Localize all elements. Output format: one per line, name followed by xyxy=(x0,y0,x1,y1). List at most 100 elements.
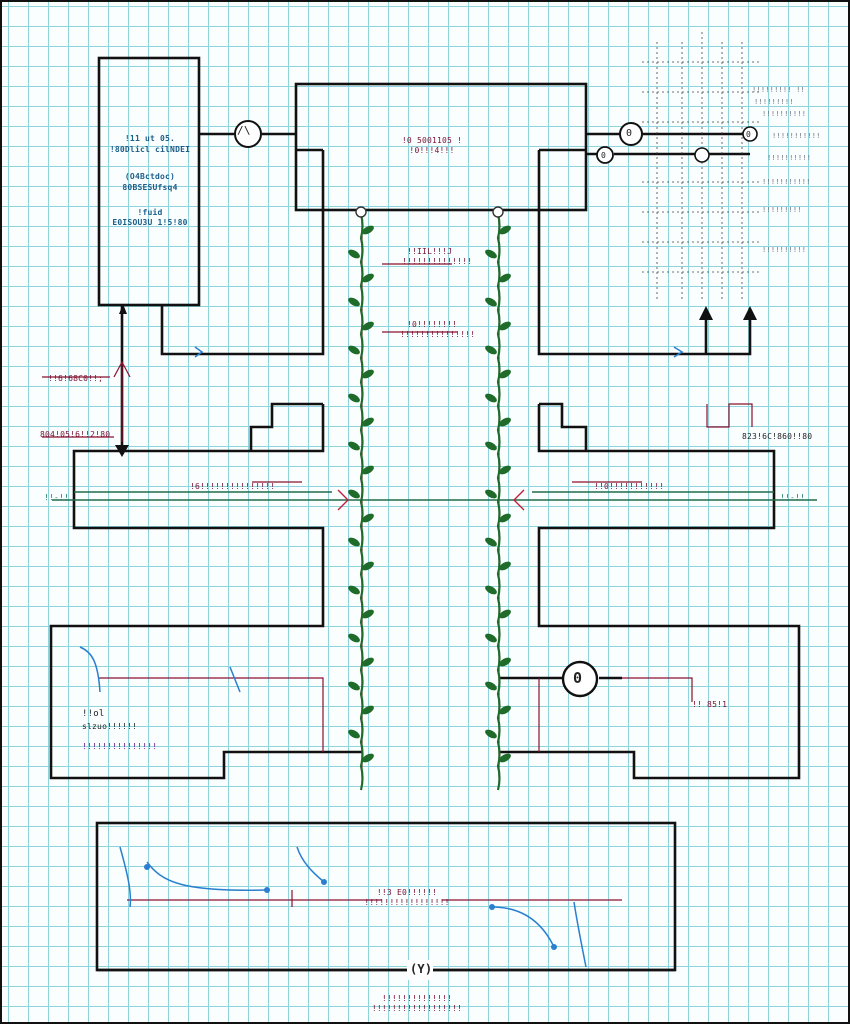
right-lower-label: !! 85!1 xyxy=(692,700,728,709)
spine-middle-label-1: !0!!!!!!!! xyxy=(407,320,458,329)
vine-leaf xyxy=(348,633,360,643)
tr-block-line-4: !!!!!!!!!!! xyxy=(772,132,821,140)
tr-block-line-6: !!!!!!!!!!! xyxy=(762,178,811,186)
vine-leaf xyxy=(348,249,360,259)
lower-left-line-3: !!!!!!!!!!!!!!! xyxy=(82,742,158,751)
vine-leaf xyxy=(499,561,511,571)
vine-leaf xyxy=(499,417,511,427)
vine-leaf xyxy=(485,681,497,691)
vine-leaf xyxy=(485,249,497,259)
left-module-line-2: !80Dlicl cilNDEI xyxy=(109,145,191,154)
meter-top-right-1 xyxy=(619,122,643,146)
vine-bud xyxy=(492,206,504,218)
meter-top-right-2 xyxy=(596,146,614,164)
spine-red-ticks xyxy=(382,263,457,333)
meter-top-left-label: /\ xyxy=(237,124,251,137)
vine-leaf xyxy=(348,441,360,451)
meter-top-right-3-label: 0 xyxy=(746,130,752,139)
bottom-box-line-2: !!!!!!!!!!!!!!!!! xyxy=(364,898,450,907)
vine-leaf xyxy=(485,537,497,547)
left-side-label-1: !!6!68C0!!; xyxy=(48,374,104,383)
vine-leaf xyxy=(499,225,511,235)
lower-left-red xyxy=(98,677,324,752)
vine-leaf xyxy=(485,633,497,643)
vine-leaf xyxy=(499,369,511,379)
vine-leaf xyxy=(499,657,511,667)
spine-middle-label-2: !!!!!!!!!!!!!!! xyxy=(400,330,476,339)
blue-dot xyxy=(264,887,270,893)
right-upper-column xyxy=(537,148,692,356)
meter-top-left xyxy=(234,120,262,148)
dashed-horizontals xyxy=(642,61,762,273)
vine-leaf xyxy=(485,393,497,403)
arrow-up-icon xyxy=(119,304,127,314)
vine-leaf xyxy=(499,513,511,523)
right-step-red xyxy=(706,403,753,428)
tr-block-line-8: !!!!!!!!!! xyxy=(762,246,807,254)
blue-curve-2 xyxy=(119,846,132,908)
left-bus-tag: !!-!! xyxy=(44,493,70,502)
arrow-up-icon xyxy=(743,306,757,320)
meter-lower-right-label: 0 xyxy=(573,669,583,687)
vine-leaf xyxy=(485,345,497,355)
spine-upper-label-1: !!IIL!!!J xyxy=(407,247,453,256)
vine-leaf xyxy=(499,753,511,763)
left-red-arrow xyxy=(113,360,131,442)
top-box-line-2: !0!!!4!!! xyxy=(409,146,455,155)
dashed-verticals xyxy=(656,32,743,302)
left-module-feeds xyxy=(120,305,207,451)
vine-leaf xyxy=(499,465,511,475)
vine-leaf xyxy=(362,369,374,379)
vine-leaf xyxy=(499,321,511,331)
left-bus-band xyxy=(49,404,362,780)
meter-lower-right xyxy=(561,660,599,698)
left-bus-label: !6!!!!!!!!!!!!!!! xyxy=(190,482,276,491)
structural-outlines xyxy=(49,56,801,972)
blue-annotations xyxy=(79,346,684,968)
vine-leaf xyxy=(362,705,374,715)
vine-leaf xyxy=(362,513,374,523)
blue-tick-2 xyxy=(194,346,204,358)
vine-leaf xyxy=(485,489,497,499)
top-box-outline xyxy=(294,82,588,212)
top-right-dashed-block xyxy=(642,32,762,302)
right-bus-tag: !!-!! xyxy=(780,493,806,502)
bus-markers xyxy=(337,489,525,511)
left-module-line-1: !11 ut 05. xyxy=(124,134,176,143)
vine-leaf xyxy=(348,537,360,547)
meter-top-right-4 xyxy=(694,147,710,163)
right-bus-band xyxy=(499,404,801,780)
bottom-connector: (Y) xyxy=(410,962,433,976)
vine-leaf xyxy=(362,465,374,475)
blue-curve-4 xyxy=(491,906,555,948)
connector-bg xyxy=(407,960,433,980)
vine-leaf xyxy=(348,297,360,307)
vine-leaf xyxy=(362,417,374,427)
blue-curve-1 xyxy=(146,861,268,892)
vine-leaf xyxy=(362,273,374,283)
blue-tick-1 xyxy=(229,666,241,693)
vine-leaf xyxy=(362,753,374,763)
footer-line-2: !!!!!!!!!!!!!!!!!! xyxy=(371,1004,463,1013)
bus-marker-right xyxy=(513,489,525,511)
vine-leaf xyxy=(362,561,374,571)
tr-block-line-1: !!!!!!!!! !! xyxy=(752,86,805,94)
left-module-line-3: (O4Bctdoc) xyxy=(124,172,176,181)
left-upper-column xyxy=(207,148,325,356)
arrowheads xyxy=(115,304,757,457)
vine-leaf xyxy=(362,321,374,331)
vine-leaf xyxy=(348,393,360,403)
vine-leaf xyxy=(485,441,497,451)
tr-block-line-3: !!!!!!!!!! xyxy=(762,110,807,118)
lower-left-line-2: slzuo!!!!!! xyxy=(82,722,138,731)
left-module-outline xyxy=(97,56,201,307)
vine-leaf xyxy=(348,681,360,691)
meter-top-right-1-label: 0 xyxy=(626,128,633,139)
left-red-ticks xyxy=(42,376,114,438)
vine-stem xyxy=(359,213,364,791)
blue-dots xyxy=(144,864,557,950)
blue-curve-5 xyxy=(573,901,587,968)
meter-top-right-3 xyxy=(742,126,758,142)
left-stair xyxy=(249,402,323,451)
